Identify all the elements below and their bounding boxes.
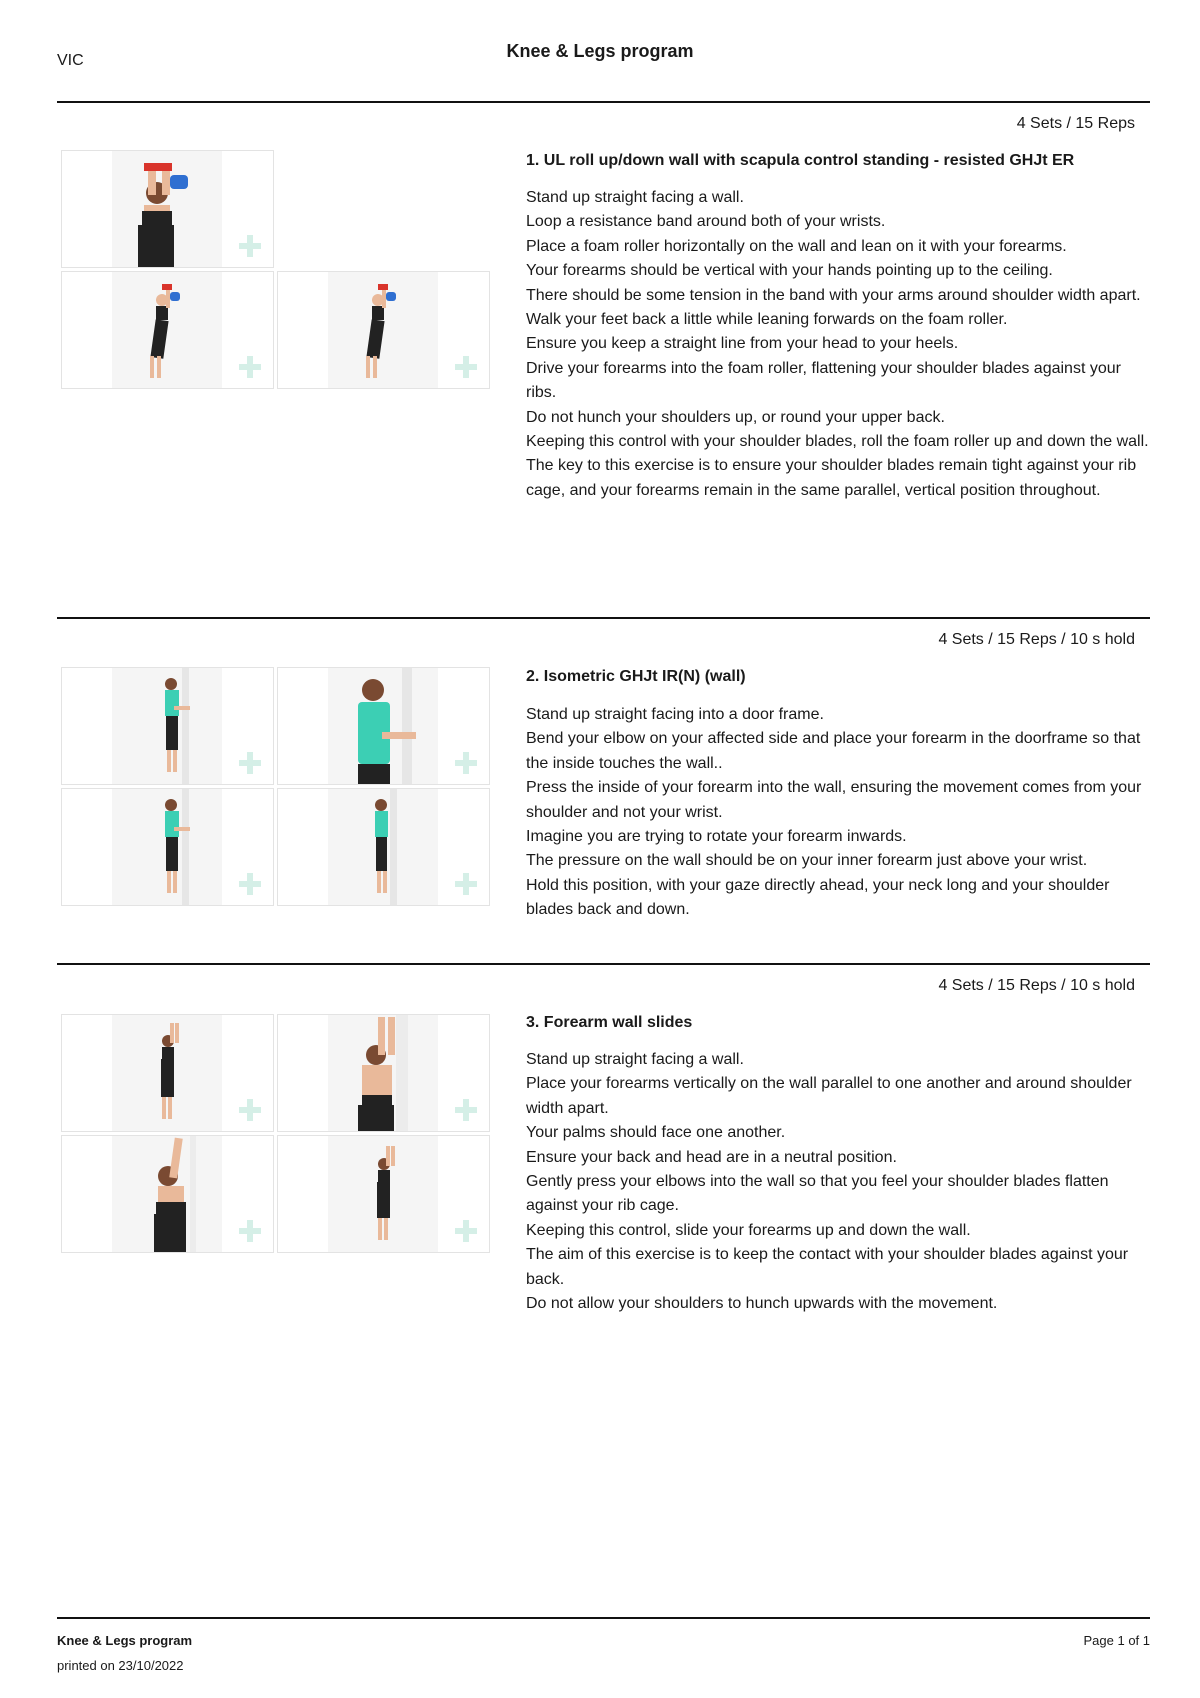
exercise-2-title: 2. Isometric GHJt IR(N) (wall) (526, 668, 746, 685)
person-figure-icon (154, 1136, 196, 1252)
instruction-line: Drive your forearms into the foam roller… (526, 359, 1121, 402)
instruction-line: Stand up straight facing into a door fra… (526, 706, 824, 723)
instruction-line: Loop a resistance band around both of yo… (526, 213, 886, 231)
exercise-3-image-grid (61, 1014, 491, 1254)
footer-printed-date: printed on 23/10/2022 (57, 1658, 184, 1673)
client-initials: VIC (57, 52, 84, 69)
header-rule (57, 101, 1150, 103)
person-figure-icon (377, 1146, 395, 1240)
instruction-line: Walk your feet back a little while leani… (526, 311, 1008, 329)
instruction-line: Ensure your back and head are in a neutr… (526, 1148, 897, 1166)
person-figure-icon (161, 1023, 179, 1119)
exercise-image[interactable] (61, 1014, 274, 1132)
exercise-image[interactable] (277, 1014, 490, 1132)
add-icon[interactable] (455, 356, 477, 378)
person-figure-icon (165, 668, 190, 784)
exercise-3-instructions: Stand up straight facing a wall. Place y… (526, 1048, 1150, 1316)
exercise-3-title: 3. Forearm wall slides (526, 1014, 693, 1031)
exercise-2-image-grid (61, 667, 491, 907)
instruction-line: Imagine you are trying to rotate your fo… (526, 828, 907, 846)
person-figure-icon (165, 789, 190, 905)
exercise-image[interactable] (277, 271, 490, 389)
instruction-line: There should be some tension in the band… (526, 286, 1141, 304)
add-icon[interactable] (455, 1220, 477, 1242)
footer-rule (57, 1617, 1150, 1619)
instruction-line: Keeping this control with your shoulder … (526, 433, 1149, 451)
exercise-image[interactable] (61, 150, 274, 268)
exercise-image[interactable] (61, 271, 274, 389)
instruction-line: Your palms should face one another. (526, 1124, 786, 1142)
person-figure-icon (358, 1015, 408, 1131)
instruction-line: The aim of this exercise is to keep the … (526, 1246, 1129, 1288)
exercise-image[interactable] (61, 788, 274, 906)
footer-page-number: Page 1 of 1 (1083, 1633, 1151, 1648)
person-figure-icon (366, 284, 396, 378)
page-title: Knee & Legs program (506, 41, 694, 61)
instruction-line: Press the inside of your forearm into th… (526, 779, 1142, 821)
add-icon[interactable] (239, 752, 261, 774)
instruction-line: Gently press your elbows into the wall s… (526, 1173, 1109, 1215)
person-figure-icon (375, 789, 397, 905)
add-icon[interactable] (455, 873, 477, 895)
exercise-1-dosage: 4 Sets / 15 Reps (1016, 115, 1135, 132)
instruction-line: Do not hunch your shoulders up, or round… (526, 408, 945, 426)
add-icon[interactable] (239, 873, 261, 895)
exercise-image[interactable] (277, 788, 490, 906)
instruction-line: Ensure you keep a straight line from you… (526, 335, 959, 353)
exercise-image[interactable] (277, 1135, 490, 1253)
add-icon[interactable] (455, 1099, 477, 1121)
instruction-line: Stand up straight facing a wall. (526, 1051, 744, 1068)
instruction-line: Stand up straight facing a wall. (526, 189, 744, 206)
instruction-line: Hold this position, with your gaze direc… (526, 876, 1110, 919)
instruction-line: Bend your elbow on your affected side an… (526, 730, 1141, 772)
add-icon[interactable] (239, 356, 261, 378)
add-icon[interactable] (455, 752, 477, 774)
exercise-1-image-grid (61, 150, 491, 390)
person-figure-icon (358, 668, 416, 784)
instruction-line: Keeping this control, slide your forearm… (526, 1221, 971, 1239)
exercise-2-instructions: Stand up straight facing into a door fra… (526, 703, 1150, 923)
person-figure-icon (150, 284, 180, 378)
instruction-line: Do not allow your shoulders to hunch upw… (526, 1295, 998, 1313)
footer-program-title: Knee & Legs program (57, 1633, 193, 1648)
instruction-line: The pressure on the wall should be on yo… (526, 852, 1088, 870)
exercise-image[interactable] (277, 667, 490, 785)
add-icon[interactable] (239, 1099, 261, 1121)
person-figure-icon (138, 163, 188, 267)
section-rule (57, 617, 1150, 619)
exercise-1-title: 1. UL roll up/down wall with scapula con… (526, 152, 1075, 169)
instruction-line: Your forearms should be vertical with yo… (526, 262, 1053, 280)
instruction-line: Place your forearms vertically on the wa… (526, 1075, 1132, 1117)
exercise-1-instructions: Stand up straight facing a wall. Loop a … (526, 186, 1150, 503)
add-icon[interactable] (239, 235, 261, 257)
exercise-3-dosage: 4 Sets / 15 Reps / 10 s hold (938, 977, 1135, 994)
section-rule (57, 963, 1150, 965)
instruction-line: The key to this exercise is to ensure yo… (526, 457, 1137, 499)
exercise-image[interactable] (61, 1135, 274, 1253)
exercise-image[interactable] (61, 667, 274, 785)
add-icon[interactable] (239, 1220, 261, 1242)
exercise-2-dosage: 4 Sets / 15 Reps / 10 s hold (938, 631, 1135, 648)
instruction-line: Place a foam roller horizontally on the … (526, 237, 1067, 255)
